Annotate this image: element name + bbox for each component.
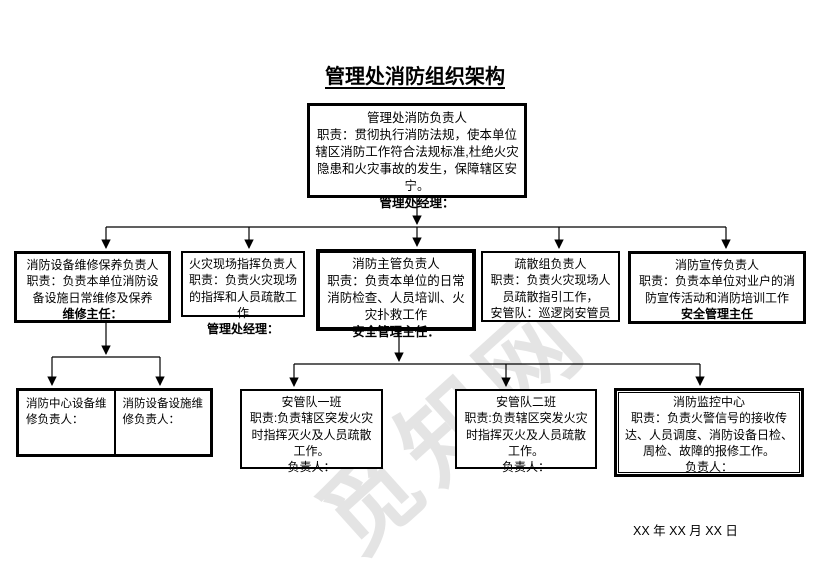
- box-duty: 职责：负责本单位对业户的消防宣传活动和消防培训工作: [638, 274, 795, 305]
- org-box-equipment-maintenance: 消防设备维修保养负责人 职责：负责本单位消防设备设施日常维修及保养 维修主任：: [14, 251, 171, 323]
- box-duty: 职责：负责本单位的日常消防检查、人员培训、火灾扑救工作: [327, 274, 465, 322]
- org-box-scene-commander: 火灾现场指挥负责人 职责：负责火灾现场的指挥和人员疏散工作 管理处经理：: [181, 251, 305, 336]
- box-holder: 负责人：: [287, 460, 336, 475]
- org-box-evacuation-group: 疏散组负责人 职责：负责火灾现场人员疏散指引工作， 安管队：巡逻岗安管员: [481, 251, 620, 322]
- box-holder: 负责人：: [501, 460, 550, 475]
- box-title: 消防监控中心: [672, 395, 745, 409]
- box-title: 管理处消防负责人: [366, 111, 467, 125]
- org-box-fire-supervisor: 消防主管负责人 职责：负责本单位的日常消防检查、人员培训、火灾扑救工作 安全管理…: [316, 249, 476, 339]
- org-box-fire-center-equipment: 消防中心设备维修负责人：: [19, 391, 116, 454]
- box-title: 火灾现场指挥负责人: [188, 257, 297, 271]
- box-duty: 职责：负责火警信号的接收传达、人员调度、消防设备日检、周检、故障的报修工作。: [624, 411, 793, 458]
- page-title-text: 管理处消防组织架构: [325, 66, 505, 88]
- org-box-security-team-2: 安管队二班 职责:负责辖区突发火灾时指挥灭火及人员疏散工作。 负责人：: [455, 389, 597, 474]
- box-duty: 职责：负责火灾现场的指挥和人员疏散工作: [188, 273, 297, 320]
- box-title: 安管队二班: [495, 395, 556, 409]
- box-duty: 职责:负责辖区突发火灾时指挥灭火及人员疏散工作。: [249, 411, 374, 458]
- box-holder: 安管队：巡逻岗安管员: [490, 305, 611, 320]
- box-holder: 维修主任：: [62, 306, 123, 321]
- box-title: 疏散组负责人: [514, 257, 587, 271]
- org-box-fire-facility-maintenance: 消防设备设施维修负责人：: [122, 398, 204, 427]
- box-title: 消防宣传负责人: [674, 258, 759, 272]
- box-holder: 管理处经理：: [206, 322, 279, 337]
- box-holder: 管理处经理：: [379, 196, 455, 210]
- box-holder: 安全管理主任：: [352, 325, 440, 339]
- org-box-fire-chief: 管理处消防负责人 职责：贯彻执行消防法规，使本单位辖区消防工作符合法规标准,杜绝…: [307, 103, 527, 210]
- org-box-fire-publicity: 消防宣传负责人 职责：负责本单位对业户的消防宣传活动和消防培训工作 安全管理主任: [628, 251, 806, 324]
- box-holder: 负责人：: [684, 460, 733, 475]
- box-duty: 职责：贯彻执行消防法规，使本单位辖区消防工作符合法规标准,杜绝火灾隐患和火灾事故…: [315, 128, 519, 193]
- org-box-fire-monitoring-center: 消防监控中心 职责：负责火警信号的接收传达、人员调度、消防设备日检、周检、故障的…: [614, 388, 804, 477]
- date-text: XX 年 XX 月 XX 日: [633, 524, 738, 538]
- box-holder: 安全管理主任: [680, 306, 753, 321]
- box-duty: 职责:负责辖区突发火灾时指挥灭火及人员疏散工作。: [464, 411, 588, 458]
- org-box-maintenance-pair: 消防中心设备维修负责人： 消防设备设施维修负责人：: [16, 388, 213, 457]
- box-duty: 职责：负责火灾现场人员疏散指引工作，: [490, 273, 611, 304]
- box-title: 消防设备维修保养负责人: [26, 258, 159, 272]
- org-box-security-team-1: 安管队一班 职责:负责辖区突发火灾时指挥灭火及人员疏散工作。 负责人：: [240, 389, 383, 474]
- page-title: 管理处消防组织架构: [0, 60, 830, 89]
- box-title: 安管队一班: [281, 395, 342, 409]
- box-duty: 职责：负责本单位消防设备设施日常维修及保养: [26, 274, 159, 305]
- box-title: 消防主管负责人: [352, 257, 440, 271]
